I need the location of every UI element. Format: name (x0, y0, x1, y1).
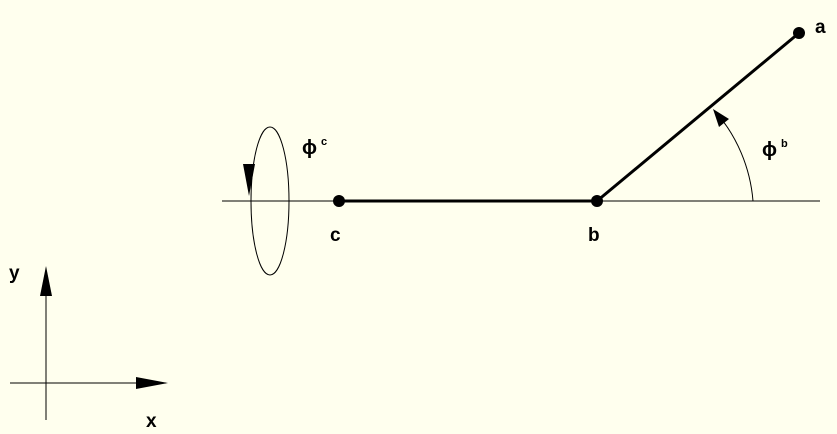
segment-b-a (596, 31, 800, 203)
y-axis-arrowhead (40, 266, 52, 296)
angle-arrowhead-phi-b (713, 109, 729, 127)
label-point-c: c (330, 225, 341, 246)
x-axis-arrowhead (136, 377, 168, 389)
phi-b-superscript: b (781, 138, 788, 150)
rotation-arrowhead-phi-c (243, 164, 255, 196)
phi-c-symbol: ϕ (302, 137, 317, 159)
label-point-a: a (815, 17, 826, 38)
node-b-dot (591, 195, 603, 207)
label-y-axis: y (9, 263, 20, 284)
label-point-b: b (588, 225, 600, 246)
label-x-axis: x (146, 411, 157, 432)
node-c-dot (333, 195, 345, 207)
phi-b-symbol: ϕ (762, 139, 777, 161)
rotation-ellipse-phi-c (250, 126, 290, 276)
node-a-dot (793, 27, 805, 39)
phi-c-superscript: c (321, 136, 328, 148)
